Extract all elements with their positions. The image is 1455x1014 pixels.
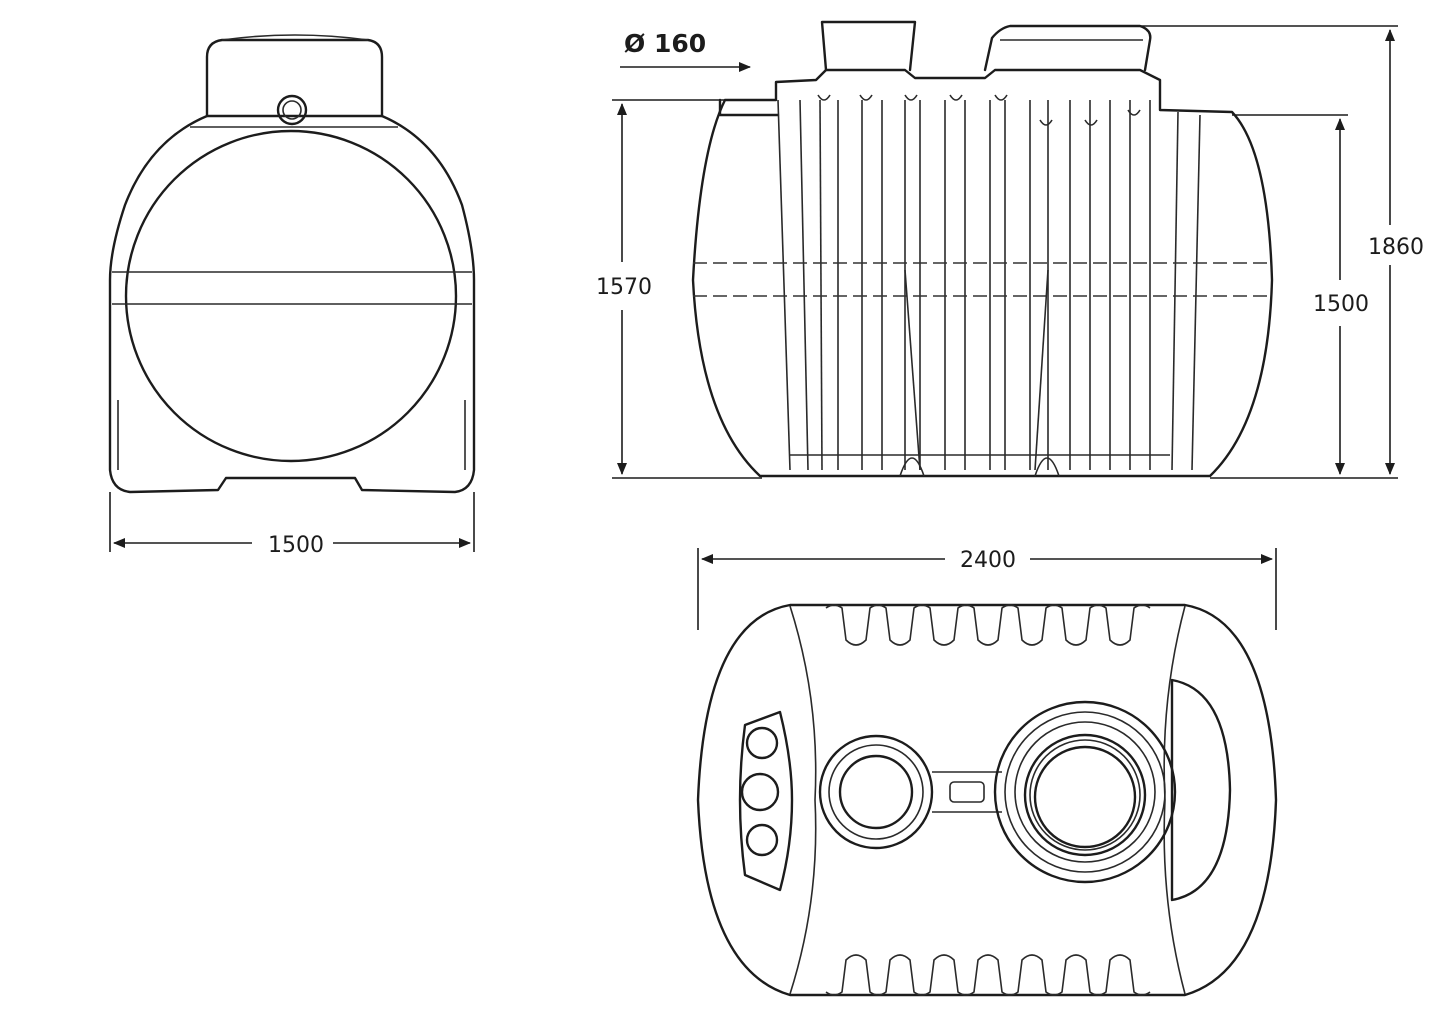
inlet-pipe-circle [276, 94, 308, 126]
port-circle-2 [740, 772, 780, 812]
pipe-diameter-label: Ø 160 [624, 29, 706, 58]
right-lobe [1170, 678, 1232, 902]
side-rib-caps [817, 94, 1141, 126]
side-ports-block [738, 710, 794, 892]
side-bottom-notches [790, 454, 1170, 477]
body-height-dimension: 1500 [1210, 114, 1398, 479]
top-corrugation-upper [825, 604, 1151, 646]
front-width-dimension: 1500 [109, 492, 475, 558]
top-view [696, 603, 1278, 997]
inlet-height-label: 1570 [596, 275, 652, 300]
total-height-label: 1860 [1368, 235, 1424, 260]
total-height-dimension: 1860 [1140, 25, 1424, 475]
length-dimension: 2400 [697, 548, 1277, 630]
side-ribs [777, 99, 1201, 471]
port-circle-3 [745, 823, 779, 857]
inlet-height-dimension: 1570 [596, 99, 762, 479]
body-height-label: 1500 [1313, 292, 1369, 317]
small-manhole [818, 734, 934, 850]
large-manhole [993, 700, 1177, 884]
inlet-indicator: Ø 160 [620, 29, 751, 72]
side-view [691, 20, 1274, 478]
front-view [108, 34, 476, 494]
manhole-dome-right [983, 24, 1152, 72]
length-label: 2400 [960, 548, 1016, 573]
top-corrugation-lower [825, 954, 1151, 996]
manhole-dome-left [820, 20, 917, 72]
port-circle-1 [745, 726, 779, 760]
front-width-label: 1500 [268, 533, 324, 558]
